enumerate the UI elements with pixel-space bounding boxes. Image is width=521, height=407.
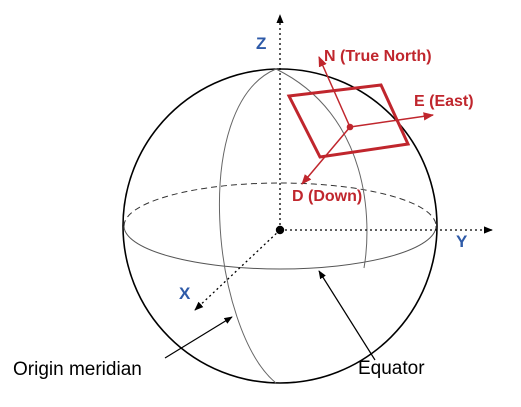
ned-down-arrow: [301, 126, 351, 185]
earth-center-dot: [275, 225, 285, 235]
ned-down-label: D (Down): [292, 188, 362, 205]
ned-tangent-plane: [286, 83, 411, 159]
equator-caption: Equator: [358, 358, 425, 379]
ned-origin-dot: [346, 123, 354, 131]
equator-back-arc: [123, 182, 437, 227]
y-axis-label: Y: [456, 232, 468, 251]
x-axis-line: [194, 229, 281, 311]
z-axis-label: Z: [256, 34, 266, 53]
ned-east-label: E (East): [414, 93, 474, 110]
ned-north-arrow: [318, 56, 351, 128]
x-axis-label: X: [179, 284, 191, 303]
ned-east-arrow: [349, 112, 435, 128]
origin-meridian-pointer: [164, 316, 233, 359]
origin-meridian-caption: Origin meridian: [13, 359, 142, 380]
equator-front-arc: [123, 225, 437, 270]
ned-meridian-arc: [275, 68, 368, 269]
origin-meridian-arc: [218, 68, 277, 384]
equator-pointer: [318, 270, 376, 361]
ned-north-label: N (True North): [324, 48, 432, 65]
